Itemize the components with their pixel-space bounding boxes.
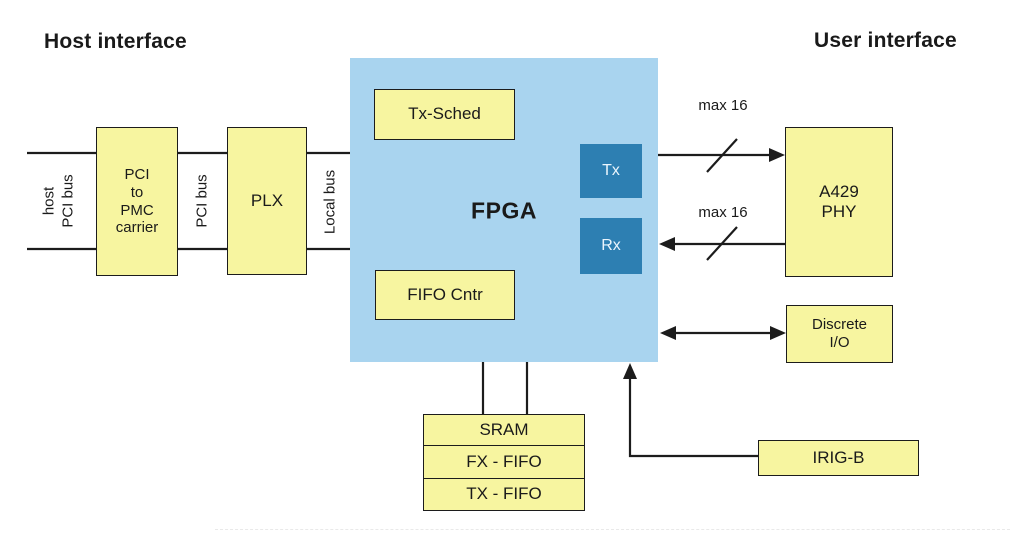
plx-box: PLX	[227, 127, 307, 275]
tx-block: Tx	[580, 144, 642, 198]
pci-to-pmc-carrier-box: PCI to PMC carrier	[96, 127, 178, 276]
memory-stack: SRAM FX - FIFO TX - FIFO	[423, 414, 585, 511]
fpga-label: FPGA	[471, 197, 537, 224]
local-bus-label: Local bus	[321, 169, 339, 235]
irig-b-box: IRIG-B	[758, 440, 919, 476]
tx-sched-box: Tx-Sched	[374, 89, 515, 140]
max16-label-bottom: max 16	[698, 204, 748, 221]
rx-block: Rx	[580, 218, 642, 274]
max16-label-top: max 16	[698, 97, 748, 114]
a429-phy-box: A429 PHY	[785, 127, 893, 277]
irig-b-arrowhead-up	[623, 363, 637, 379]
fifo-cntr-box: FIFO Cntr	[375, 270, 515, 320]
bus-width-slash-top	[706, 138, 738, 173]
host-pci-bus-label: host PCI bus	[40, 174, 76, 228]
discrete-io-arrowhead-left	[660, 326, 676, 340]
host-interface-title: Host interface	[44, 30, 187, 53]
tx-fifo-box: TX - FIFO	[423, 477, 585, 511]
bus-width-slash-bottom	[706, 226, 738, 261]
irig-b-connector	[628, 377, 758, 458]
sram-box: SRAM	[423, 414, 585, 447]
fx-fifo-box: FX - FIFO	[423, 445, 585, 480]
pci-bus-label: PCI bus	[193, 174, 211, 228]
discrete-io-arrowhead-right	[770, 326, 786, 340]
discrete-io-box: Discrete I/O	[786, 305, 893, 363]
phy-to-rx-arrowhead	[659, 237, 675, 251]
tx-to-phy-arrowhead	[769, 148, 785, 162]
bottom-caption-artifact	[215, 529, 1010, 530]
user-interface-title: User interface	[814, 29, 957, 52]
